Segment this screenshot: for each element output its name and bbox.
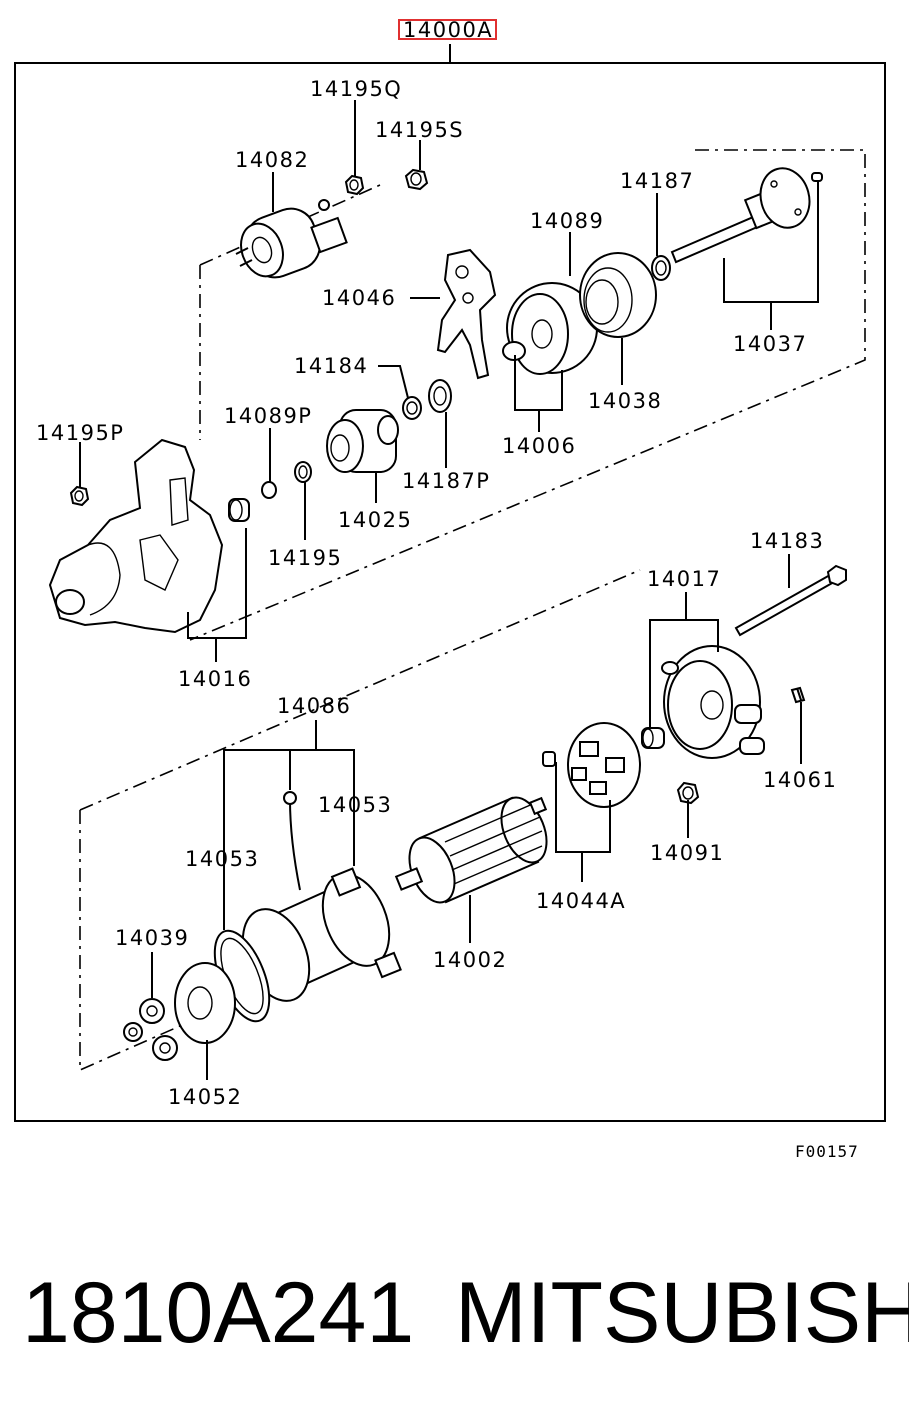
part-14187P-washer[interactable] [428,379,452,413]
part-14038-internal-gear[interactable] [579,252,657,338]
label-14061[interactable]: 14061 [763,768,837,792]
part-bushing[interactable] [228,498,250,522]
label-14082[interactable]: 14082 [235,148,309,172]
part-14195-ring[interactable] [294,461,312,483]
part-14052-plate[interactable] [174,962,236,1044]
label-14002[interactable]: 14002 [433,948,507,972]
part-14037-pinion-shaft[interactable] [670,163,823,264]
label-14183[interactable]: 14183 [750,529,824,553]
part-14089P-spacer[interactable] [261,481,277,499]
part-14039-planetary-gears[interactable] [123,998,178,1061]
label-14184[interactable]: 14184 [294,354,368,378]
label-14046[interactable]: 14046 [322,286,396,310]
label-14195[interactable]: 14195 [268,546,342,570]
label-14017[interactable]: 14017 [647,567,721,591]
assembly-highlight-box [398,19,497,40]
part-14184-retainer[interactable] [402,396,422,420]
part-14025-overrunning-clutch[interactable] [326,409,399,473]
label-14091[interactable]: 14091 [650,841,724,865]
label-14195P[interactable]: 14195P [36,421,124,445]
label-14038[interactable]: 14038 [588,389,662,413]
part-number: 1810A241 [22,1265,415,1361]
label-14053-right[interactable]: 14053 [318,793,392,817]
part-14017-rear-bracket[interactable] [661,645,765,759]
part-14082-magnetic-switch[interactable] [234,199,348,284]
label-14195Q[interactable]: 14195Q [310,77,402,101]
label-14187P[interactable]: 14187P [402,469,490,493]
part-rear-bearing[interactable] [641,727,665,749]
label-14187[interactable]: 14187 [620,169,694,193]
label-14089P[interactable]: 14089P [224,404,312,428]
label-14086[interactable]: 14086 [277,694,351,718]
assembly-callout[interactable]: 14000A [398,18,497,42]
label-14025[interactable]: 14025 [338,508,412,532]
leader-lines [79,100,819,1080]
part-14016-front-bracket[interactable] [48,438,224,634]
part-14046-shift-lever[interactable] [436,248,497,380]
part-14061-screw[interactable] [790,686,806,704]
label-14089[interactable]: 14089 [530,209,604,233]
part-14183-through-bolt[interactable] [734,564,847,637]
part-14195Q-nut[interactable] [344,174,365,196]
label-14006[interactable]: 14006 [502,434,576,458]
part-14195P-nut[interactable] [69,485,90,507]
part-14187-washer[interactable] [651,255,671,281]
diagram-frame [14,62,886,1122]
label-14053-left[interactable]: 14053 [185,847,259,871]
figure-code: F00157 [795,1142,859,1161]
part-14002-armature[interactable] [394,791,555,909]
label-14052[interactable]: 14052 [168,1085,242,1109]
part-14044A-brush-holder[interactable] [542,722,641,808]
brand-name: MITSUBISHI [455,1265,909,1361]
label-14016[interactable]: 14016 [178,667,252,691]
assembly-id: 14000A [403,18,493,42]
label-14044A[interactable]: 14044A [536,889,626,913]
label-14037[interactable]: 14037 [733,332,807,356]
part-14195S-nut[interactable] [404,168,429,191]
label-14039[interactable]: 14039 [115,926,189,950]
label-14195S[interactable]: 14195S [375,118,464,142]
part-14091-nut[interactable] [676,781,700,805]
